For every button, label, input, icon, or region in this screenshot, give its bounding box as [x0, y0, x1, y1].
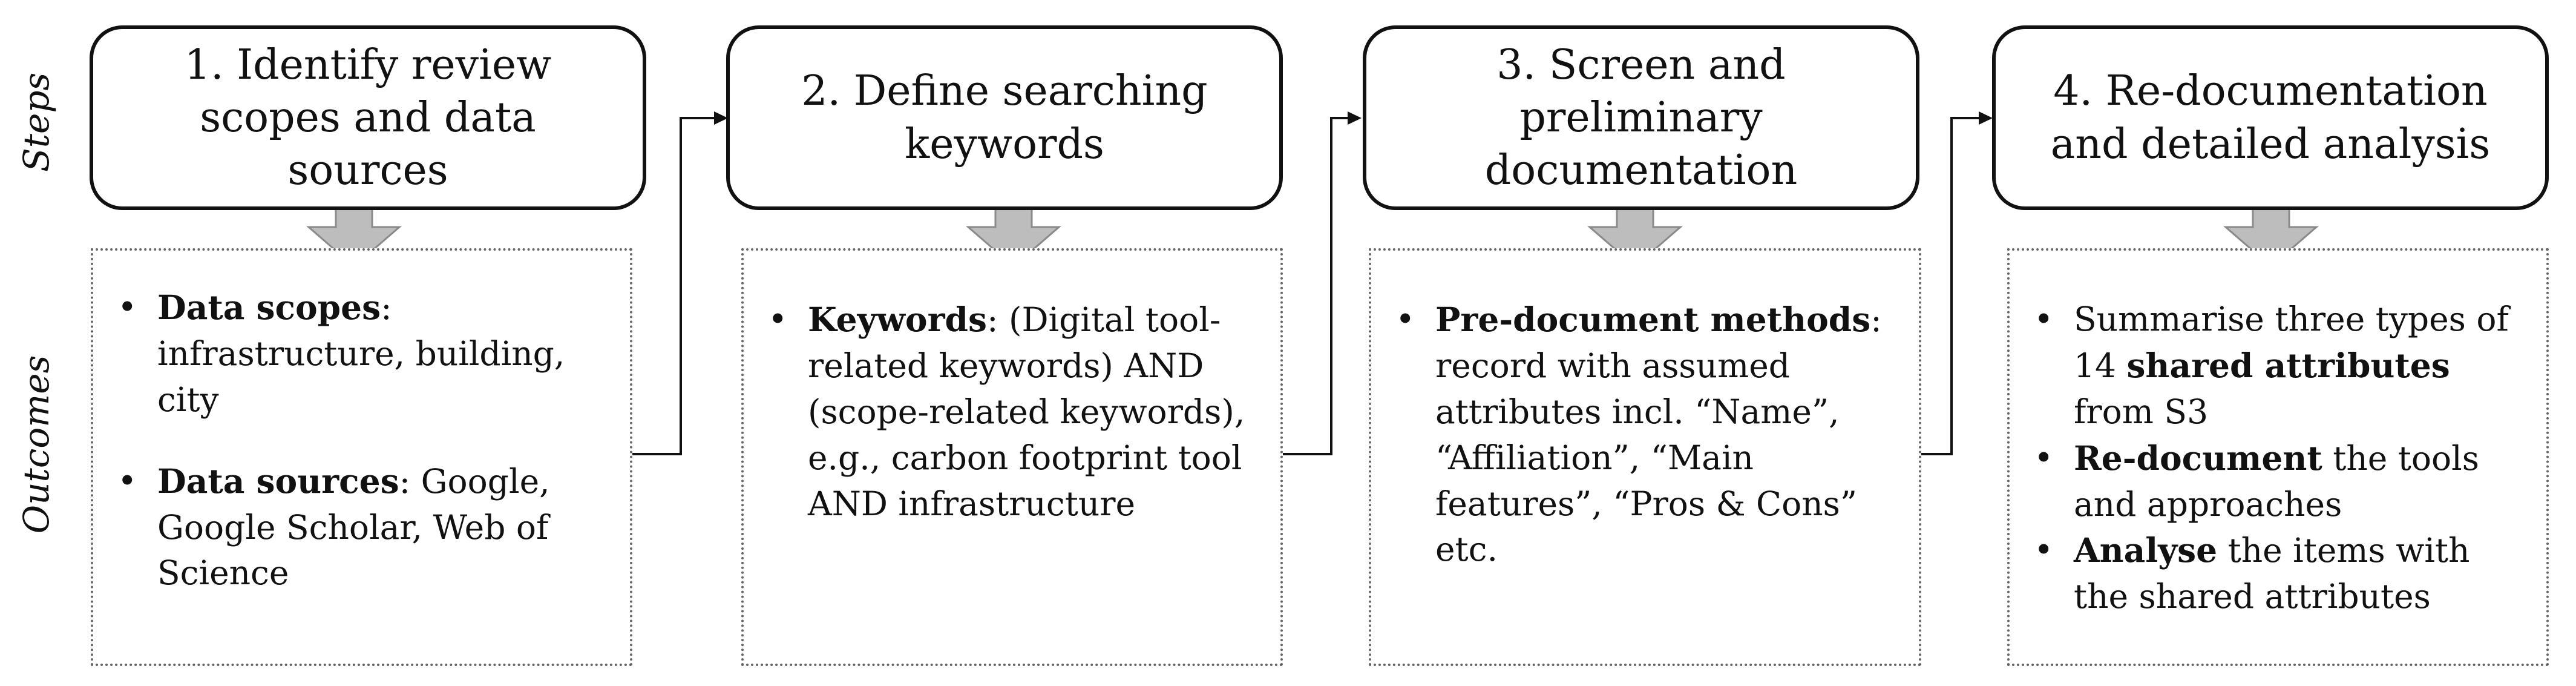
list-item: Re-document the tools and approaches: [2034, 435, 2525, 528]
connector-3-4: [1921, 117, 1982, 455]
outcome-3-box: Pre-document methods: record with assume…: [1369, 248, 1921, 666]
outcome-1-list: Data scopes: infrastructure, building, c…: [115, 285, 608, 596]
list-item: Analyse the items with the shared attrib…: [2034, 527, 2525, 620]
connector-2-3: [1283, 117, 1351, 455]
connector-1-2-arrowhead: [714, 111, 728, 125]
outcome-1-box: Data scopes: infrastructure, building, c…: [91, 248, 632, 666]
connector-2-3-arrowhead: [1348, 111, 1362, 125]
list-item: Summarise three types of 14 shared attri…: [2034, 297, 2525, 435]
step-4-title: 4. Re-documentation and detailed analysi…: [2050, 67, 2491, 168]
step-2-box: 2. Define searching keywords: [726, 25, 1283, 210]
outcome-2-box: Keywords: (Digital tool-related keywords…: [741, 248, 1283, 666]
step-3-box: 3. Screen and preliminary documentation: [1363, 25, 1919, 210]
connector-3-4-arrowhead: [1979, 111, 1993, 125]
list-item: Data scopes: infrastructure, building, c…: [117, 285, 608, 423]
outcome-2-list: Keywords: (Digital tool-related keywords…: [765, 297, 1259, 527]
outcome-3-list: Pre-document methods: record with assume…: [1393, 297, 1897, 573]
list-item: Keywords: (Digital tool-related keywords…: [768, 297, 1259, 527]
outcome-4-list: Summarise three types of 14 shared attri…: [2031, 297, 2525, 620]
step-4-box: 4. Re-documentation and detailed analysi…: [1992, 25, 2549, 210]
list-item: Pre-document methods: record with assume…: [1395, 297, 1897, 573]
connector-1-2: [632, 117, 717, 455]
step-2-title: 2. Define searching keywords: [801, 67, 1208, 168]
step-1-box: 1. Identify review scopes and data sourc…: [90, 25, 646, 210]
list-item: Data sources: Google, Google Scholar, We…: [117, 458, 608, 597]
outcome-4-box: Summarise three types of 14 shared attri…: [2007, 248, 2549, 666]
step-3-title: 3. Screen and preliminary documentation: [1484, 41, 1798, 195]
step-1-title: 1. Identify review scopes and data sourc…: [184, 41, 552, 195]
